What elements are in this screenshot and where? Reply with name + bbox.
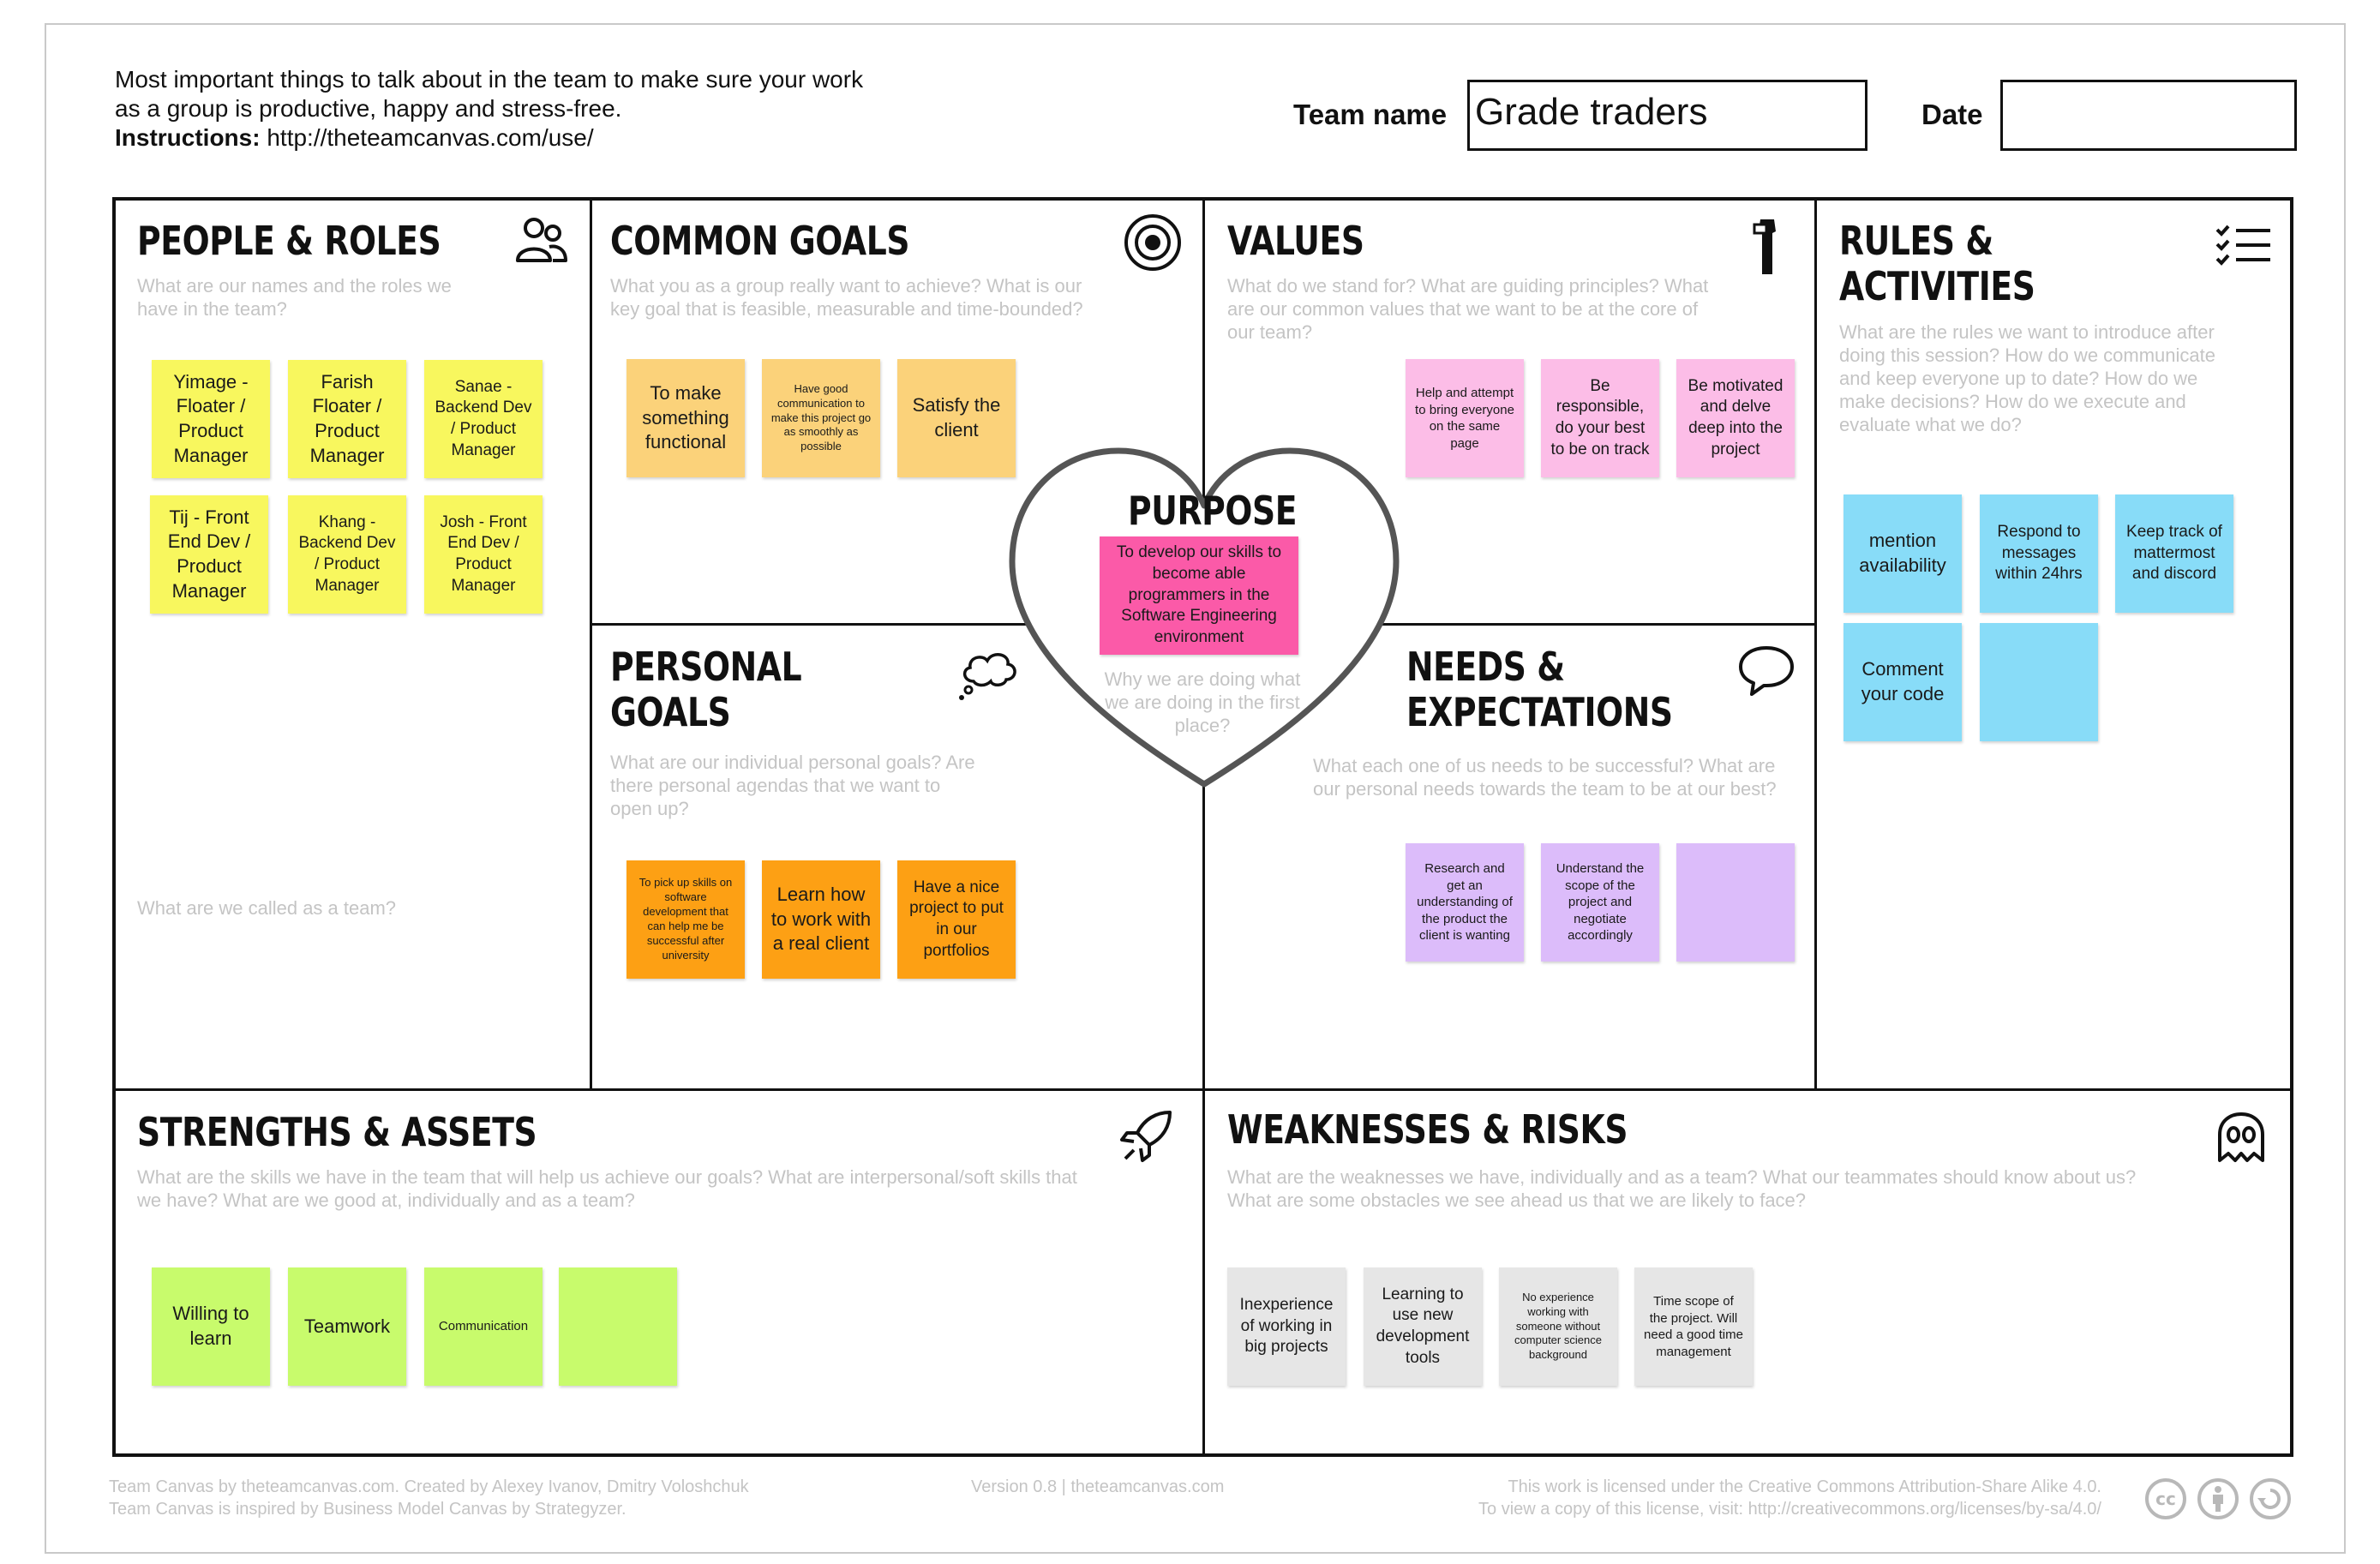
sticky-note[interactable]: To make something functional [626,359,745,477]
speech-bubble-icon [1739,646,1794,696]
sticky-note[interactable]: Yimage - Floater / Product Manager [152,360,270,478]
strengths-assets-question: What are the skills we have in the team … [137,1166,1077,1211]
values-title: VALUES [1227,218,1364,264]
sticky-note[interactable]: To pick up skills on software developmen… [626,860,745,979]
sticky-note[interactable]: Respond to messages within 24hrs [1980,494,2098,613]
sticky-note[interactable]: Willing to learn [152,1267,270,1386]
people-roles-question: What are our names and the roles we have… [137,275,452,320]
weaknesses-risks-question: What are the weaknesses we have, individ… [1227,1166,2137,1211]
intro-line-2: as a group is productive, happy and stre… [115,95,622,122]
sticky-note[interactable]: Be motivated and delve deep into the pro… [1676,359,1795,477]
sticky-note[interactable]: mention availability [1843,494,1962,613]
thought-bubble-icon [959,653,1016,700]
divider [590,197,592,1090]
instructions-line: Instructions: http://theteamcanvas.com/u… [115,123,863,153]
sticky-note[interactable]: Have good communication to make this pro… [762,359,880,477]
personal-goals-title-1: PERSONAL [610,644,802,690]
common-goals-question: What you as a group really want to achie… [610,275,1083,320]
sticky-note[interactable]: Have a nice project to put in our portfo… [897,860,1016,979]
cc-badge-text: cc [2155,1489,2176,1509]
sticky-note[interactable]: Khang - Backend Dev / Product Manager [288,495,406,614]
sticky-note[interactable]: Tij - Front End Dev / Product Manager [150,495,268,614]
instructions-link[interactable]: http://theteamcanvas.com/use/ [260,124,594,151]
attribution-icon [2197,1478,2239,1519]
sticky-note[interactable]: Comment your code [1843,623,1962,741]
sticky-note[interactable] [1676,843,1795,962]
creative-commons-icon: cc [2145,1478,2186,1519]
sticky-note[interactable] [1980,623,2098,741]
values-icon [1753,219,1776,274]
divider [1202,197,1205,1457]
sticky-note[interactable]: Farish Floater / Product Manager [288,360,406,478]
people-roles-title: PEOPLE & ROLES [137,218,441,264]
date-label: Date [1921,99,1983,130]
rules-activities-title-1: RULES & [1839,218,1993,264]
sticky-note[interactable]: Sanae - Backend Dev / Product Manager [424,360,543,478]
sticky-note[interactable]: Understand the scope of the project and … [1541,843,1659,962]
intro-line-1: Most important things to talk about in t… [115,66,864,93]
needs-expectations-question: What each one of us needs to be successf… [1313,755,1777,800]
sticky-note[interactable]: Time scope of the project. Will need a g… [1634,1267,1753,1386]
team-name-field[interactable]: Grade traders [1467,80,1867,151]
values-question: What do we stand for? What are guiding p… [1227,275,1709,343]
sticky-note[interactable]: Inexperience of working in big projects [1227,1267,1346,1386]
sticky-note[interactable]: Learning to use new development tools [1364,1267,1482,1386]
intro-text: Most important things to talk about in t… [115,65,863,153]
footer-credits: Team Canvas by theteamcanvas.com. Create… [109,1476,749,1520]
sticky-note[interactable]: Satisfy the client [897,359,1016,477]
personal-goals-question: What are our individual personal goals? … [610,752,975,819]
team-name-label: Team name [1293,99,1448,130]
rules-activities-question: What are the rules we want to introduce … [1839,321,2216,435]
sticky-note[interactable]: Teamwork [288,1267,406,1386]
sticky-note[interactable] [559,1267,677,1386]
divider [112,1088,2293,1091]
rules-activities-title-2: ACTIVITIES [1839,263,2035,309]
sticky-note[interactable]: Learn how to work with a real client [762,860,880,979]
purpose-title: PURPOSE [1128,488,1298,534]
team-name-question: What are we called as a team? [137,897,397,919]
common-goals-title: COMMON GOALS [610,218,910,264]
ghost-icon [2218,1112,2264,1162]
needs-expectations-title-1: NEEDS & [1406,644,1565,690]
people-icon [516,218,567,262]
team-name-value: Grade traders [1475,91,1708,133]
rocket-icon [1120,1111,1172,1162]
strengths-assets-title: STRENGTHS & ASSETS [137,1109,537,1155]
sticky-note[interactable]: Communication [424,1267,543,1386]
date-field[interactable] [2000,80,2297,151]
target-icon [1124,214,1181,271]
footer-license-line-2: To view a copy of this license, visit: h… [1478,1500,2101,1519]
footer-version: Version 0.8 | theteamcanvas.com [971,1477,1225,1496]
footer-license-line-1: This work is licensed under the Creative… [1508,1477,2101,1496]
footer-credit-line-2: Team Canvas is inspired by Business Mode… [109,1500,626,1519]
sticky-note[interactable]: Research and get an understanding of the… [1406,843,1524,962]
weaknesses-risks-title: WEAKNESSES & RISKS [1227,1106,1628,1153]
share-alike-icon [2250,1478,2291,1519]
sticky-note[interactable]: Keep track of mattermost and discord [2115,494,2233,613]
sticky-note[interactable]: To develop our skills to become able pro… [1100,536,1298,655]
sticky-note[interactable]: Help and attempt to bring everyone on th… [1406,359,1524,477]
instructions-label: Instructions: [115,124,261,151]
needs-expectations-title-2: EXPECTATIONS [1406,689,1673,735]
sticky-note[interactable]: Josh - Front End Dev / Product Manager [424,495,543,614]
checklist-icon [2215,225,2270,266]
personal-goals-title-2: GOALS [610,689,731,735]
sticky-note[interactable]: Be responsible, do your best to be on tr… [1541,359,1659,477]
sticky-note[interactable]: No experience working with someone witho… [1499,1267,1617,1386]
footer-license: This work is licensed under the Creative… [1286,1476,2101,1520]
footer-credit-line-1: Team Canvas by theteamcanvas.com. Create… [109,1477,749,1496]
divider [1814,197,1817,1090]
purpose-question: Why we are doing what we are doing in th… [1104,668,1301,736]
